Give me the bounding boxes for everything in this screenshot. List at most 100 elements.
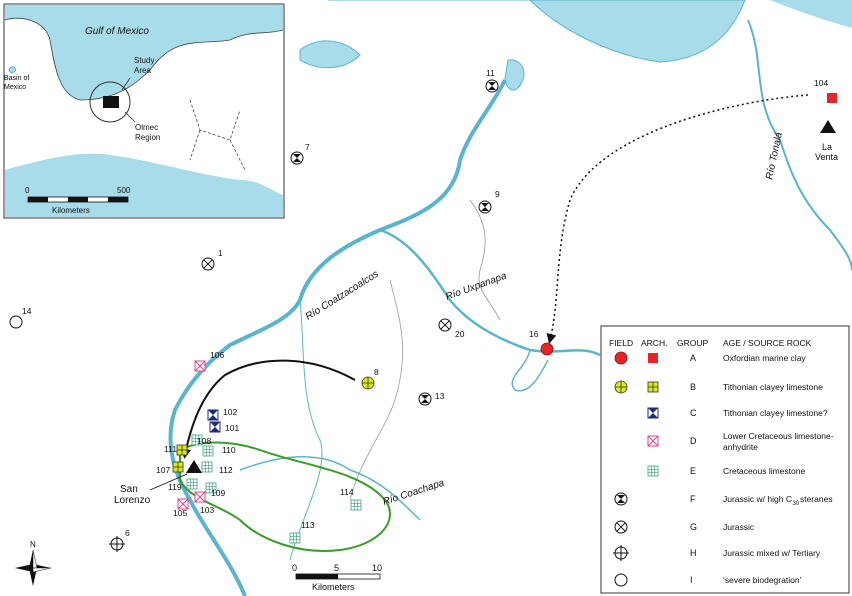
tributary xyxy=(469,199,501,321)
symbol-f xyxy=(485,79,499,93)
symbol-a xyxy=(827,93,837,103)
scale-mid: 5 xyxy=(334,563,339,573)
north-label: N xyxy=(30,540,36,549)
symbol-e xyxy=(202,445,214,457)
legend-desc: Jurassic xyxy=(723,522,755,532)
inset-study-area xyxy=(103,96,119,108)
symbol-e xyxy=(350,499,362,511)
symbol-b xyxy=(614,380,628,394)
legend-desc: Tithonian clayey limestone? xyxy=(723,408,828,418)
legend-group: H xyxy=(690,548,697,558)
river-label-uxpanapa: Río Uxpanapa xyxy=(444,270,508,302)
legend-desc: Jurassic w/ high C xyxy=(723,494,792,504)
symbol-e xyxy=(201,461,213,473)
scale-end: 10 xyxy=(372,563,382,573)
river-uxpanapa xyxy=(379,228,601,357)
legend-c30-tail: steranes xyxy=(800,494,833,504)
scale-bar: 0 5 10 Kilometers xyxy=(292,563,382,592)
olmec-boundary xyxy=(179,441,391,552)
inset-olmec-label: Olmec xyxy=(135,123,158,132)
sample-112: 112 xyxy=(201,461,233,475)
symbol-g xyxy=(614,520,628,534)
river-tonala xyxy=(747,19,852,271)
legend-header-field: FIELD xyxy=(609,338,633,348)
sample-label: 7 xyxy=(305,142,310,152)
scale-unit: Kilometers xyxy=(312,582,355,592)
legend-group: G xyxy=(690,522,697,532)
legend-row-i: I ‘severe biodegration’ xyxy=(614,573,802,587)
sample-16: 16 xyxy=(529,329,554,356)
symbol-c xyxy=(207,409,219,421)
symbol-b xyxy=(172,461,184,473)
la-venta-label-2: Venta xyxy=(815,152,838,162)
sample-label: 104 xyxy=(814,78,828,88)
tributary-3 xyxy=(289,299,323,561)
sample-label: 103 xyxy=(200,505,214,515)
river-uxpanapa-loop xyxy=(511,349,549,392)
sample-label: 13 xyxy=(435,391,445,401)
legend-c30-sub: 30 xyxy=(792,501,799,507)
legend-header-age: AGE / SOURCE ROCK xyxy=(723,338,812,348)
symbol-e xyxy=(191,434,203,446)
inset-gulf-label: Gulf of Mexico xyxy=(85,26,149,37)
symbol-i xyxy=(9,315,23,329)
sample-13: 13 xyxy=(418,391,445,406)
sample-11: 11 xyxy=(485,68,499,93)
sample-8: 8 xyxy=(361,367,379,390)
symbol-c xyxy=(647,407,659,419)
symbol-c xyxy=(209,421,221,433)
sample-1: 1 xyxy=(201,248,223,271)
sample-113: 113 xyxy=(289,520,315,544)
inset-study-label-2: Area xyxy=(134,66,151,75)
sample-label: 113 xyxy=(301,520,315,530)
symbol-h xyxy=(613,545,629,561)
symbol-f xyxy=(418,392,432,406)
symbol-a xyxy=(540,342,554,356)
symbol-d xyxy=(194,491,206,503)
legend-desc: Oxfordian marine clay xyxy=(723,353,806,363)
symbol-f xyxy=(614,492,628,506)
symbol-e xyxy=(647,465,659,477)
symbol-f xyxy=(478,200,492,214)
legend-group: I xyxy=(690,575,693,585)
legend-header-group: GROUP xyxy=(677,338,709,348)
sample-9: 9 xyxy=(478,189,500,214)
lagoon-2 xyxy=(504,59,525,91)
sample-106: 106 xyxy=(194,350,224,372)
sample-label: 14 xyxy=(22,306,32,316)
sample-label: 114 xyxy=(340,487,354,497)
legend-desc: ‘severe biodegration’ xyxy=(723,575,802,585)
sample-label: 111 xyxy=(164,444,177,454)
symbol-b xyxy=(361,376,375,390)
symbol-b xyxy=(647,381,659,393)
la-venta-label: La xyxy=(822,142,832,152)
legend-desc: Lower Cretaceous limestone- xyxy=(723,431,834,441)
symbol-d xyxy=(647,435,659,447)
scale-start: 0 xyxy=(292,563,297,573)
sample-label: 109 xyxy=(211,488,225,498)
sample-label: 101 xyxy=(225,423,239,433)
inset-basin-label: Basin of xyxy=(4,75,29,82)
inset-water xyxy=(5,5,283,100)
symbol-b xyxy=(176,444,188,456)
sample-108: 108 xyxy=(191,434,211,446)
san-lorenzo-label-2: Lorenzo xyxy=(114,495,151,506)
river-label-tonala: Río Tonalá xyxy=(764,131,785,181)
legend-desc: Tithonian clayey limestone xyxy=(723,382,823,392)
inset-study-circle xyxy=(89,81,131,123)
sample-104: 104 xyxy=(814,78,837,103)
sample-103: 103 xyxy=(194,491,214,515)
river-coatzacoalcos xyxy=(168,79,507,596)
symbol-g xyxy=(438,318,452,332)
legend-row-g: G Jurassic xyxy=(614,520,755,534)
arrow-dotted xyxy=(546,94,809,344)
